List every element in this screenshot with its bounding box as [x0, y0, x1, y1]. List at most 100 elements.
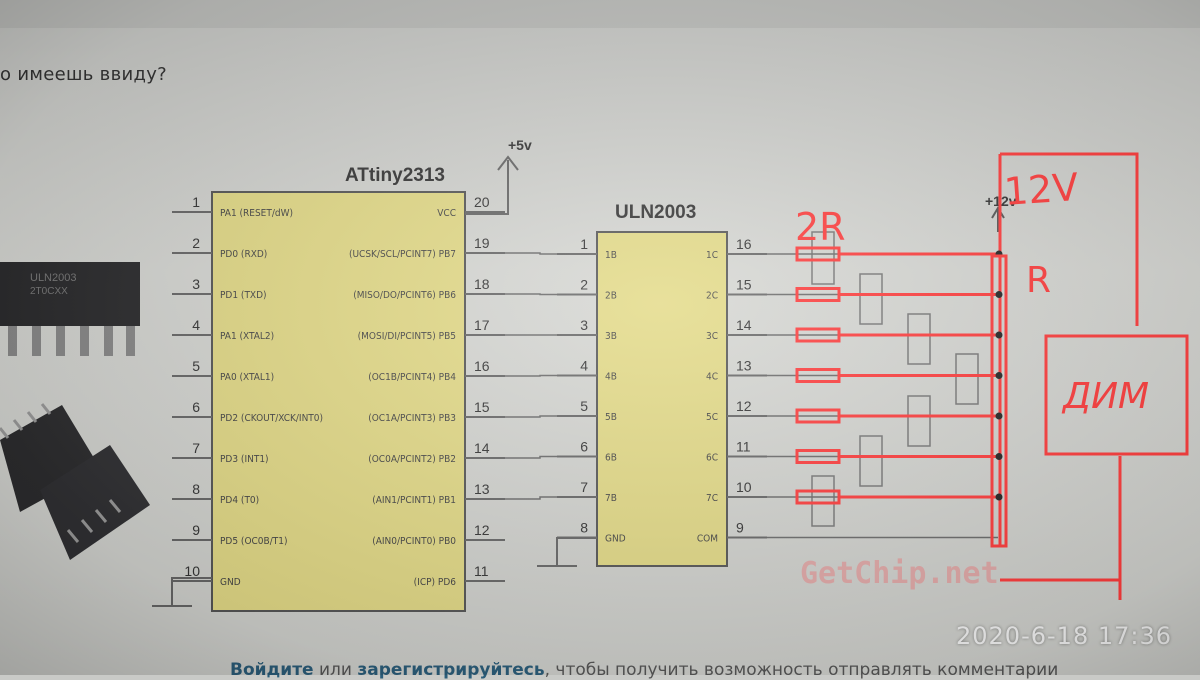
- junction-dot: [995, 331, 1003, 339]
- attiny-pin-number: 2: [192, 235, 200, 251]
- attiny-pin-label: (ICP) PD6: [414, 577, 457, 588]
- uln-pin-label: 5C: [706, 412, 718, 423]
- attiny-pin-number: 8: [192, 481, 200, 497]
- uln-pin-number: 6: [580, 439, 588, 455]
- uln-body: [596, 231, 728, 567]
- attiny-pin-label: PA1 (RESET/dW): [220, 208, 293, 219]
- uln-pin-label: 2B: [605, 291, 617, 302]
- soic-chips-photo: [0, 403, 150, 560]
- signal-wire: [505, 496, 557, 500]
- hand-dim-label: ДИМ: [1061, 376, 1149, 417]
- attiny-pin-number: 5: [192, 358, 200, 374]
- vcc-label: +5v: [508, 137, 532, 153]
- signal-wire: [505, 252, 557, 255]
- uln-pin-number: 2: [580, 277, 588, 293]
- dim-device-box: [1044, 334, 1189, 456]
- signal-wire: [505, 455, 557, 459]
- attiny-pin-number: 11: [474, 563, 489, 579]
- attiny-pin-label: (UCSK/SCL/PCINT7) PB7: [349, 249, 456, 260]
- attiny-pin-number: 14: [474, 440, 490, 456]
- uln-pin-number: 16: [736, 236, 752, 252]
- uln-pin-label: 3B: [605, 331, 617, 342]
- junction-dot: [995, 412, 1003, 420]
- uln-pin-number: 11: [736, 439, 751, 455]
- uln-pin-number: 4: [580, 358, 588, 374]
- junction-dot: [995, 372, 1003, 379]
- uln-pin-number: 5: [580, 398, 588, 414]
- attiny-pin-number: 16: [474, 358, 490, 374]
- register-link[interactable]: зарегистрируйтесь: [357, 660, 545, 680]
- attiny-pin-label: (OC1B/PCINT4) PB4: [368, 372, 456, 383]
- uln-pin-label: 6B: [605, 453, 617, 464]
- svg-text:ULN2003: ULN2003: [30, 272, 76, 284]
- attiny-pin-label: PA1 (XTAL2): [220, 331, 274, 342]
- uln-pin-number: 10: [736, 479, 752, 495]
- attiny-pin-number: 3: [192, 276, 200, 292]
- uln-pin-label: GND: [605, 534, 626, 545]
- attiny-pin-label: (AIN0/PCINT0) PB0: [372, 536, 456, 547]
- getchip-watermark: GetChip.net: [800, 556, 999, 591]
- uln-pin-label: 4B: [605, 372, 617, 383]
- uln-pin-label: 7B: [605, 493, 617, 504]
- attiny-title: ATtiny2313: [345, 165, 445, 186]
- attiny-pin-label: (OC1A/PCINT3) PB3: [368, 413, 456, 424]
- hand-r-label: R: [1026, 260, 1051, 301]
- attiny-pin-number: 17: [474, 317, 490, 333]
- uln-title: ULN2003: [615, 202, 696, 223]
- uln-pin-number: 14: [736, 317, 752, 333]
- attiny-pin-number: 20: [474, 194, 490, 210]
- dip-chip-photo: ULN2003 2T0CXX: [0, 262, 140, 356]
- attiny-pin-label: VCC: [437, 208, 456, 219]
- attiny-pin-label: PD4 (T0): [220, 495, 259, 506]
- uln-pin-number: 7: [580, 479, 588, 495]
- uln-pin-label: 7C: [706, 493, 718, 504]
- hand-12v-label: 12V: [1003, 165, 1080, 214]
- uln-pin-number: 15: [736, 277, 752, 293]
- uln-pin-number: 8: [580, 520, 588, 536]
- printed-resistors: [811, 231, 979, 527]
- attiny-pin-number: 9: [192, 522, 200, 538]
- uln-pin-number: 13: [736, 358, 752, 374]
- uln-pin-number: 1: [580, 236, 588, 252]
- attiny-pin-number: 7: [192, 440, 200, 456]
- attiny-pin-number: 1: [192, 194, 200, 210]
- attiny-body: [211, 191, 466, 612]
- signal-wire: [505, 374, 557, 377]
- photo-timestamp: 2020-6-18 17:36: [956, 622, 1172, 650]
- footer-or: или: [318, 660, 352, 680]
- browser-top-strip: [0, 0, 1200, 28]
- attiny-pin-number: 15: [474, 399, 490, 415]
- forum-question-text: о имеешь ввиду?: [0, 64, 168, 85]
- attiny-pin-label: PD5 (OC0B/T1): [220, 536, 287, 547]
- uln-pin-number: 9: [736, 520, 744, 536]
- attiny-pin-label: PD2 (CKOUT/XCK/INT0): [220, 413, 323, 424]
- uln-pin-label: 1C: [706, 250, 718, 261]
- forum-footer-text: Войдите или зарегистрируйтесь, чтобы пол…: [230, 660, 1058, 680]
- attiny-pin-number: 6: [192, 399, 200, 415]
- attiny-pin-number: 12: [474, 522, 490, 538]
- uln-pin-number: 3: [580, 317, 588, 333]
- uln-pin-label: COM: [697, 534, 718, 545]
- attiny-pin-number: 18: [474, 276, 490, 292]
- uln-pin-label: 2C: [706, 291, 718, 302]
- uln-pin-label: 5B: [605, 412, 617, 423]
- attiny-pin-number: 19: [474, 235, 490, 251]
- handwritten-annotation: [795, 152, 1189, 600]
- attiny-pin-number: 13: [474, 481, 490, 497]
- hand-2r-label: 2R: [795, 205, 846, 249]
- svg-text:2T0CXX: 2T0CXX: [30, 286, 68, 297]
- attiny-pin-label: PD1 (TXD): [220, 290, 267, 301]
- attiny-pin-label: (MISO/DO/PCINT6) PB6: [353, 290, 456, 301]
- login-link[interactable]: Войдите: [230, 660, 314, 680]
- uln-pin-number: 12: [736, 398, 752, 414]
- attiny-pin-label: (OC0A/PCINT2) PB2: [368, 454, 456, 465]
- signal-wire: [505, 293, 557, 296]
- junction-dot: [995, 453, 1003, 460]
- attiny-pin-number: 10: [184, 563, 200, 579]
- junction-dot: [995, 291, 1003, 298]
- attiny-pin-label: PA0 (XTAL1): [220, 372, 274, 383]
- uln-pin-label: 1B: [605, 250, 617, 261]
